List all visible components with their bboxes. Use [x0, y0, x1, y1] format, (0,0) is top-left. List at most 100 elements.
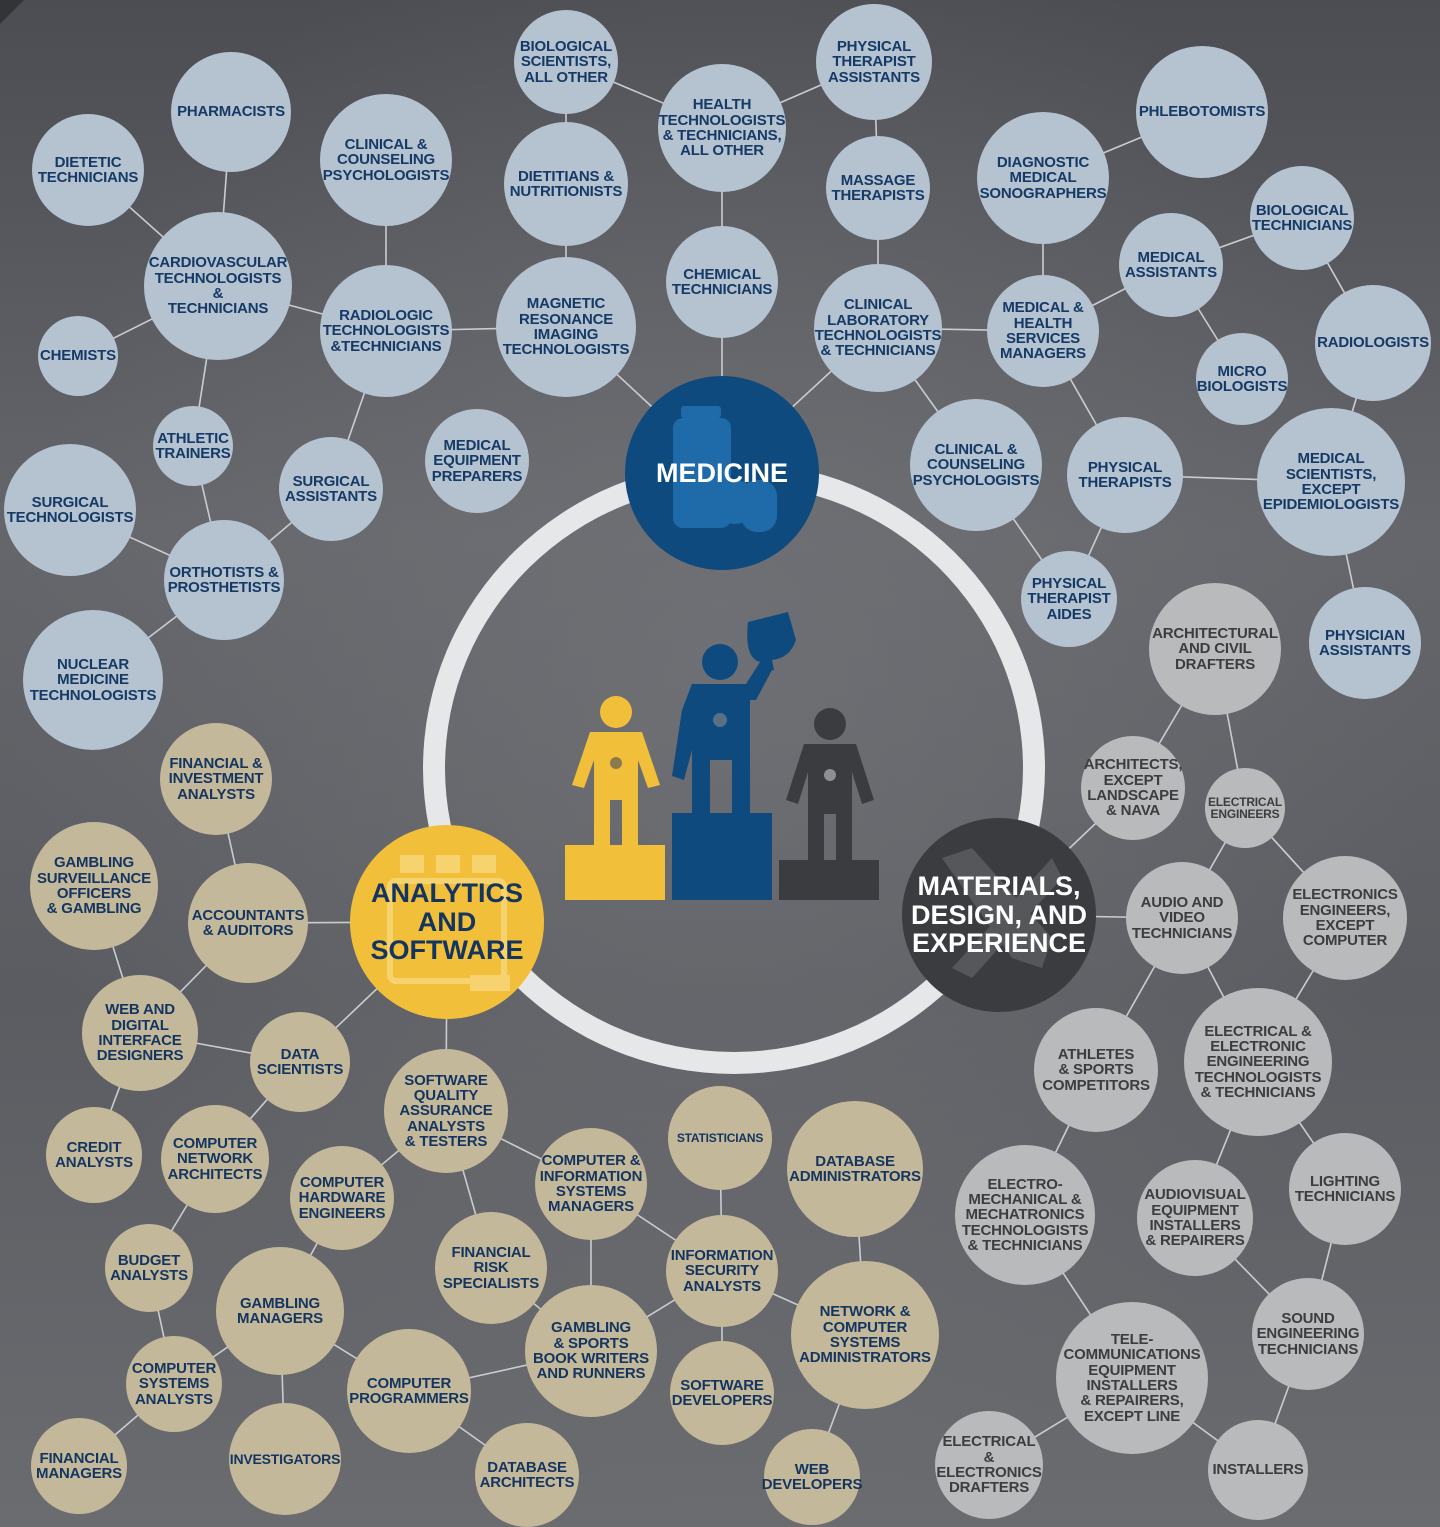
occupation-label: ELECTRICAL & ELECTRONIC ENGINEERING TECH… — [1194, 1022, 1322, 1101]
medicine-occupation-node[interactable]: PHYSICAL THERAPISTS — [1067, 417, 1183, 533]
medicine-occupation-node[interactable]: DIETITIANS & NUTRITIONISTS — [504, 122, 628, 246]
medicine-occupation-node[interactable]: HEALTH TECHNOLOGISTS & TECHNICIANS, ALL … — [658, 64, 786, 192]
analytics-occupation-node[interactable]: CREDIT ANALYSTS — [46, 1107, 142, 1203]
medicine-occupation-node[interactable]: SURGICAL TECHNOLOGISTS — [4, 444, 136, 576]
analytics-software-hub[interactable]: ANALYTICS AND SOFTWARE — [350, 825, 544, 1019]
materials-occupation-node[interactable]: ELECTRICAL ENGINEERS — [1205, 768, 1285, 848]
medicine-occupation-node[interactable]: MEDICAL ASSISTANTS — [1119, 213, 1223, 317]
analytics-occupation-node[interactable]: INFORMATION SECURITY ANALYSTS — [666, 1215, 778, 1327]
medicine-occupation-node[interactable]: MICRO BIOLOGISTS — [1196, 333, 1288, 425]
medicine-occupation-node[interactable]: RADIOLOGISTS — [1315, 285, 1431, 401]
occupation-label: PHYSICAL THERAPISTS — [1078, 458, 1172, 491]
occupation-label: MEDICAL SCIENTISTS, EXCEPT EPIDEMIOLOGIS… — [1262, 450, 1400, 514]
medicine-occupation-node[interactable]: BIOLOGICAL TECHNICIANS — [1250, 166, 1354, 270]
medicine-occupation-node[interactable]: CLINICAL & COUNSELING PSYCHOLOGISTS — [320, 94, 452, 226]
occupation-label: ELECTRICAL ENGINEERS — [1208, 794, 1282, 821]
occupation-label: DIETETIC TECHNICIANS — [37, 153, 139, 186]
medicine-occupation-node[interactable]: MAGNETIC RESONANCE IMAGING TECHNOLOGISTS — [496, 257, 636, 397]
occupation-label: SOFTWARE DEVELOPERS — [671, 1376, 773, 1409]
medicine-occupation-node[interactable]: DIAGNOSTIC MEDICAL SONOGRAPHERS — [977, 112, 1109, 244]
medicine-occupation-node[interactable]: ATHLETIC TRAINERS — [153, 406, 233, 486]
medicine-occupation-node[interactable]: PHARMACISTS — [171, 52, 291, 172]
occupation-label: DATABASE ADMINISTRATORS — [789, 1152, 921, 1185]
materials-occupation-node[interactable]: AUDIOVISUAL EQUIPMENT INSTALLERS & REPAI… — [1137, 1160, 1253, 1276]
materials-occupation-node[interactable]: SOUND ENGINEERING TECHNICIANS — [1252, 1278, 1364, 1390]
materials-design-experience-hub-label: MATERIALS, DESIGN, AND EXPERIENCE — [910, 871, 1087, 959]
analytics-occupation-node[interactable]: BUDGET ANALYSTS — [105, 1224, 193, 1312]
analytics-occupation-node[interactable]: FINANCIAL RISK SPECIALISTS — [435, 1212, 547, 1324]
analytics-occupation-node[interactable]: FINANCIAL & INVESTMENT ANALYSTS — [160, 723, 272, 835]
server-computer-icon — [387, 855, 510, 991]
medicine-occupation-node[interactable]: MEDICAL & HEALTH SERVICES MANAGERS — [987, 275, 1099, 387]
occupation-label: LIGHTING TECHNICIANS — [1294, 1172, 1396, 1205]
materials-occupation-node[interactable]: INSTALLERS — [1208, 1420, 1308, 1520]
medicine-occupation-node[interactable]: CLINICAL LABORATORY TECHNOLOGISTS & TECH… — [814, 264, 942, 392]
medicine-occupation-node[interactable]: CARDIOVASCULAR TECHNOLOGISTS & TECHNICIA… — [144, 212, 292, 360]
medicine-occupation-node[interactable]: BIOLOGICAL SCIENTISTS, ALL OTHER — [514, 10, 618, 114]
occupation-label: BIOLOGICAL TECHNICIANS — [1251, 201, 1353, 234]
occupation-label: GAMBLING SURVEILLANCE OFFICERS & GAMBLIN… — [36, 854, 151, 918]
medicine-occupation-node[interactable]: PHYSICAL THERAPIST ASSISTANTS — [816, 4, 932, 120]
materials-occupation-node[interactable]: TELE- COMMUNICATIONS EQUIPMENT INSTALLER… — [1056, 1302, 1208, 1454]
analytics-occupation-node[interactable]: GAMBLING SURVEILLANCE OFFICERS & GAMBLIN… — [30, 822, 158, 950]
medicine-occupation-node[interactable]: CHEMISTS — [38, 316, 118, 396]
materials-occupation-node[interactable]: ATHLETES & SPORTS COMPETITORS — [1034, 1008, 1158, 1132]
medicine-occupation-node[interactable]: SURGICAL ASSISTANTS — [279, 437, 383, 541]
analytics-occupation-node[interactable]: WEB AND DIGITAL INTERFACE DESIGNERS — [82, 975, 198, 1091]
analytics-occupation-node[interactable]: DATABASE ADMINISTRATORS — [787, 1101, 923, 1237]
analytics-occupation-node[interactable]: COMPUTER HARDWARE ENGINEERS — [290, 1146, 394, 1250]
medicine-occupation-node[interactable]: CLINICAL & COUNSELING PSYCHOLOGISTS — [910, 399, 1042, 531]
materials-occupation-node[interactable]: LIGHTING TECHNICIANS — [1289, 1133, 1401, 1245]
medicine-occupation-node[interactable]: MASSAGE THERAPISTS — [826, 136, 930, 240]
medicine-occupation-node[interactable]: MEDICAL EQUIPMENT PREPARERS — [425, 409, 529, 513]
occupation-label: SOUND ENGINEERING TECHNICIANS — [1256, 1310, 1360, 1358]
analytics-occupation-node[interactable]: COMPUTER PROGRAMMERS — [347, 1329, 471, 1453]
analytics-occupation-node[interactable]: COMPUTER NETWORK ARCHITECTS — [161, 1105, 269, 1213]
analytics-occupation-node[interactable]: DATABASE ARCHITECTS — [475, 1423, 579, 1527]
medicine-occupation-node[interactable]: DIETETIC TECHNICIANS — [32, 114, 144, 226]
materials-occupation-node[interactable]: ARCHITECTURAL AND CIVIL DRAFTERS — [1149, 583, 1281, 715]
occupation-label: ATHLETIC TRAINERS — [155, 429, 231, 462]
materials-occupation-node[interactable]: ARCHITECTS, EXCEPT LANDSCAPE & NAVA — [1081, 736, 1185, 840]
materials-occupation-node[interactable]: ELECTRONICS ENGINEERS, EXCEPT COMPUTER — [1283, 856, 1407, 980]
occupation-label: MEDICAL ASSISTANTS — [1125, 248, 1217, 281]
medicine-hub[interactable]: MEDICINE — [625, 376, 819, 570]
medicine-occupation-node[interactable]: MEDICAL SCIENTISTS, EXCEPT EPIDEMIOLOGIS… — [1257, 408, 1405, 556]
analytics-occupation-node[interactable]: ACCOUNTANTS & AUDITORS — [188, 863, 308, 983]
analytics-occupation-node[interactable]: NETWORK & COMPUTER SYSTEMS ADMINISTRATOR… — [791, 1261, 939, 1409]
analytics-occupation-node[interactable]: INVESTIGATORS — [229, 1403, 341, 1515]
analytics-occupation-node[interactable]: COMPUTER SYSTEMS ANALYSTS — [126, 1336, 222, 1432]
materials-occupation-node[interactable]: ELECTRO- MECHANICAL & MECHATRONICS TECHN… — [955, 1145, 1095, 1285]
analytics-occupation-node[interactable]: SOFTWARE DEVELOPERS — [670, 1341, 774, 1445]
occupation-label: CLINICAL & COUNSELING PSYCHOLOGISTS — [912, 441, 1040, 489]
medicine-occupation-node[interactable]: RADIOLOGIC TECHNOLOGISTS &TECHNICIANS — [320, 265, 452, 397]
occupation-label: ATHLETES & SPORTS COMPETITORS — [1042, 1046, 1150, 1094]
analytics-occupation-node[interactable]: WEB DEVELOPERS — [762, 1429, 862, 1525]
medicine-occupation-node[interactable]: PHYSICIAN ASSISTANTS — [1309, 587, 1421, 699]
analytics-occupation-node[interactable]: GAMBLING & SPORTS BOOK WRITERS AND RUNNE… — [525, 1285, 657, 1417]
analytics-occupation-node[interactable]: FINANCIAL MANAGERS — [31, 1418, 127, 1514]
analytics-occupation-node[interactable]: SOFTWARE QUALITY ASSURANCE ANALYSTS & TE… — [384, 1049, 508, 1173]
analytics-occupation-node[interactable]: DATA SCIENTISTS — [250, 1012, 350, 1112]
occupation-label: NUCLEAR MEDICINE TECHNOLOGISTS — [29, 656, 157, 704]
analytics-occupation-node[interactable]: GAMBLING MANAGERS — [216, 1247, 344, 1375]
materials-occupation-node[interactable]: AUDIO AND VIDEO TECHNICIANS — [1126, 862, 1238, 974]
medicine-occupation-node[interactable]: ORTHOTISTS & PROSTHETISTS — [164, 520, 284, 640]
occupation-label: DATABASE ARCHITECTS — [479, 1458, 575, 1491]
occupation-label: GAMBLING & SPORTS BOOK WRITERS AND RUNNE… — [533, 1319, 649, 1383]
analytics-occupation-node[interactable]: COMPUTER & INFORMATION SYSTEMS MANAGERS — [535, 1128, 647, 1240]
occupation-label: CHEMISTS — [40, 347, 116, 365]
materials-occupation-node[interactable]: ELECTRICAL & ELECTRONICS DRAFTERS — [935, 1411, 1043, 1519]
analytics-occupation-node[interactable]: STATISTICIANS — [668, 1086, 772, 1190]
materials-design-experience-hub[interactable]: MATERIALS, DESIGN, AND EXPERIENCE — [902, 818, 1096, 1012]
materials-occupation-node[interactable]: ELECTRICAL & ELECTRONIC ENGINEERING TECH… — [1184, 988, 1332, 1136]
medicine-occupation-node[interactable]: PHYSICAL THERAPIST AIDES — [1021, 551, 1117, 647]
occupation-label: ACCOUNTANTS & AUDITORS — [191, 906, 305, 939]
medicine-occupation-node[interactable]: CHEMICAL TECHNICIANS — [666, 226, 778, 338]
occupation-label: RADIOLOGIC TECHNOLOGISTS &TECHNICIANS — [322, 307, 450, 355]
podium-winners-icon — [565, 612, 879, 900]
medicine-occupation-node[interactable]: NUCLEAR MEDICINE TECHNOLOGISTS — [23, 610, 163, 750]
medicine-occupation-node[interactable]: PHLEBOTOMISTS — [1136, 46, 1268, 178]
analytics-software-hub-label: ANALYTICS AND SOFTWARE — [370, 878, 524, 966]
